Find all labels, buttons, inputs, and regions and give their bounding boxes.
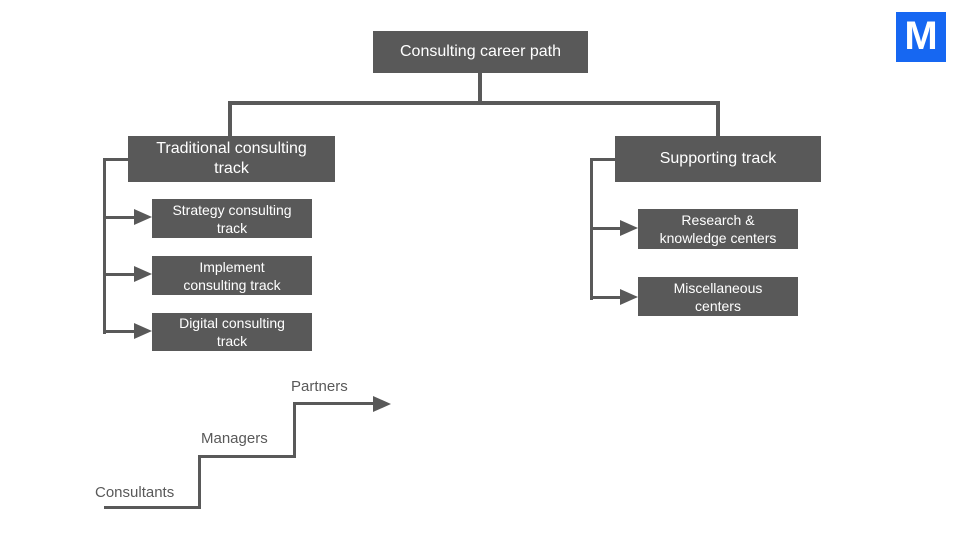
stair-label-managers: Managers (201, 430, 268, 447)
stair-step-line-consultants (104, 506, 200, 509)
child-box-strategy-consulting-track: Strategy consulting track (152, 199, 312, 238)
arrow-line-to-digital (103, 330, 136, 333)
child-box-digital-consulting-track: Digital consulting track (152, 313, 312, 351)
arrow-head-to-research (620, 220, 638, 236)
branch-box-supporting-track: Supporting track (615, 136, 821, 182)
branch-box-traditional-track: Traditional consulting track (128, 136, 335, 182)
arrow-head-to-miscellaneous (620, 289, 638, 305)
arrow-line-to-miscellaneous (590, 296, 623, 299)
stair-riser-1 (198, 455, 201, 509)
child-box-label: Strategy consulting track (172, 201, 292, 236)
child-box-label: Research & knowledge centers (659, 212, 777, 246)
arrow-head-to-digital (134, 323, 152, 339)
left-branch-drop-connector (228, 101, 232, 137)
child-box-miscellaneous-centers: Miscellaneous centers (638, 277, 798, 316)
child-box-label: Digital consulting track (179, 315, 285, 349)
arrow-line-to-strategy (103, 216, 136, 219)
left-rail-vertical (103, 158, 106, 334)
tree-horizontal-connector (228, 101, 720, 105)
root-box-consulting-career-path: Consulting career path (373, 31, 588, 73)
arrow-head-to-implement (134, 266, 152, 282)
stair-label-partners: Partners (291, 378, 348, 395)
arrow-line-to-implement (103, 273, 136, 276)
arrow-head-to-strategy (134, 209, 152, 225)
branch-box-label: Supporting track (659, 150, 777, 167)
child-box-label: Implement consulting track (183, 258, 281, 293)
child-box-research-knowledge-centers: Research & knowledge centers (638, 209, 798, 249)
stair-label-consultants: Consultants (95, 484, 175, 501)
child-box-label: Miscellaneous centers (673, 279, 763, 314)
root-box-label: Consulting career path (400, 43, 561, 60)
left-rail-stub (103, 158, 128, 161)
stair-riser-2 (293, 402, 296, 458)
right-branch-drop-connector (716, 101, 720, 137)
child-box-implement-consulting-track: Implement consulting track (152, 256, 312, 295)
root-connector-stub (478, 73, 482, 102)
stair-step-line-partners (293, 402, 375, 405)
arrow-line-to-research (590, 227, 623, 230)
logo-letter-m: M (904, 14, 938, 58)
stair-step-line-managers (198, 455, 296, 458)
branch-box-label: Traditional consulting track (156, 140, 307, 177)
brand-logo: M (896, 12, 946, 62)
right-rail-stub (590, 158, 615, 161)
stair-arrow-head (373, 396, 391, 412)
